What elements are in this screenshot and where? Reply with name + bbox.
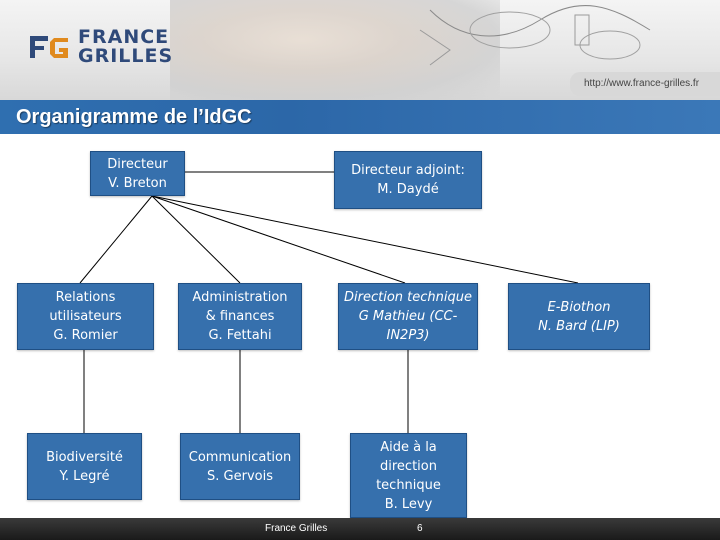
connector-director-admin [151,195,241,284]
director-title: Directeur [107,156,168,172]
technique-line-3: IN2P3) [386,328,430,343]
admin-name: G. Fettahi [208,328,272,343]
header-photo [170,0,500,100]
header-sketch [419,5,651,66]
relations-name: G. Romier [53,328,118,343]
fg-logo-icon [30,36,68,58]
org-box-director: Directeur V. Breton [90,151,185,196]
deputy-name: M. Daydé [377,182,439,197]
biodiversite-name: Y. Legré [59,468,110,484]
director-name: V. Breton [108,175,167,191]
footer-org-name: France Grilles [265,523,328,534]
logo-wordmark: FRANCE GRILLES [78,28,173,66]
org-box-aide: Aide à la direction technique B. Levy [350,433,467,518]
org-box-deputy: Directeur adjoint: M. Daydé [334,151,482,209]
connector-director-ebiothon [151,195,579,284]
org-box-ebiothon: E-Biothon N. Bard (LIP) [508,283,650,350]
france-grilles-logo: FRANCE GRILLES [28,28,173,66]
deputy-title: Directeur adjoint: [351,163,465,178]
org-box-technique: Direction technique G Mathieu (CC- IN2P3… [338,283,478,350]
slide-footer [0,518,720,540]
aide-name: B. Levy [384,496,433,512]
org-box-admin: Administration & finances G. Fettahi [178,283,302,350]
org-box-communication: Communication S. Gervois [180,433,300,500]
admin-line-1: Administration [192,290,288,305]
connector-director-relations [79,195,153,284]
technique-line-2: G Mathieu (CC- [358,309,458,324]
logo-line-1: FRANCE [78,26,170,48]
page-number: 6 [417,523,423,534]
org-box-relations: Relations utilisateurs G. Romier [17,283,154,350]
communication-name: S. Gervois [207,468,273,484]
ebiothon-name: N. Bard (LIP) [538,318,620,334]
slide-title: Organigramme de l’IdGC [16,106,252,128]
url-bar [570,72,720,96]
org-box-biodiversite: Biodiversité Y. Legré [27,433,142,500]
communication-title: Communication [188,449,292,465]
technique-line-1: Direction technique [344,290,472,305]
admin-line-2: & finances [205,309,275,324]
title-band [0,100,720,134]
relations-line-2: utilisateurs [49,309,122,324]
slide-header: FRANCE GRILLES http://www.france-grilles… [0,0,720,100]
aide-line-3: technique [376,477,441,493]
website-url[interactable]: http://www.france-grilles.fr [584,78,700,89]
aide-line-2: direction [380,458,437,474]
connector-director-technique [151,195,406,284]
ebiothon-title: E-Biothon [547,299,611,315]
biodiversite-title: Biodiversité [46,449,123,465]
aide-line-1: Aide à la [380,439,437,455]
relations-line-1: Relations [55,290,116,305]
logo-line-2: GRILLES [78,45,174,67]
